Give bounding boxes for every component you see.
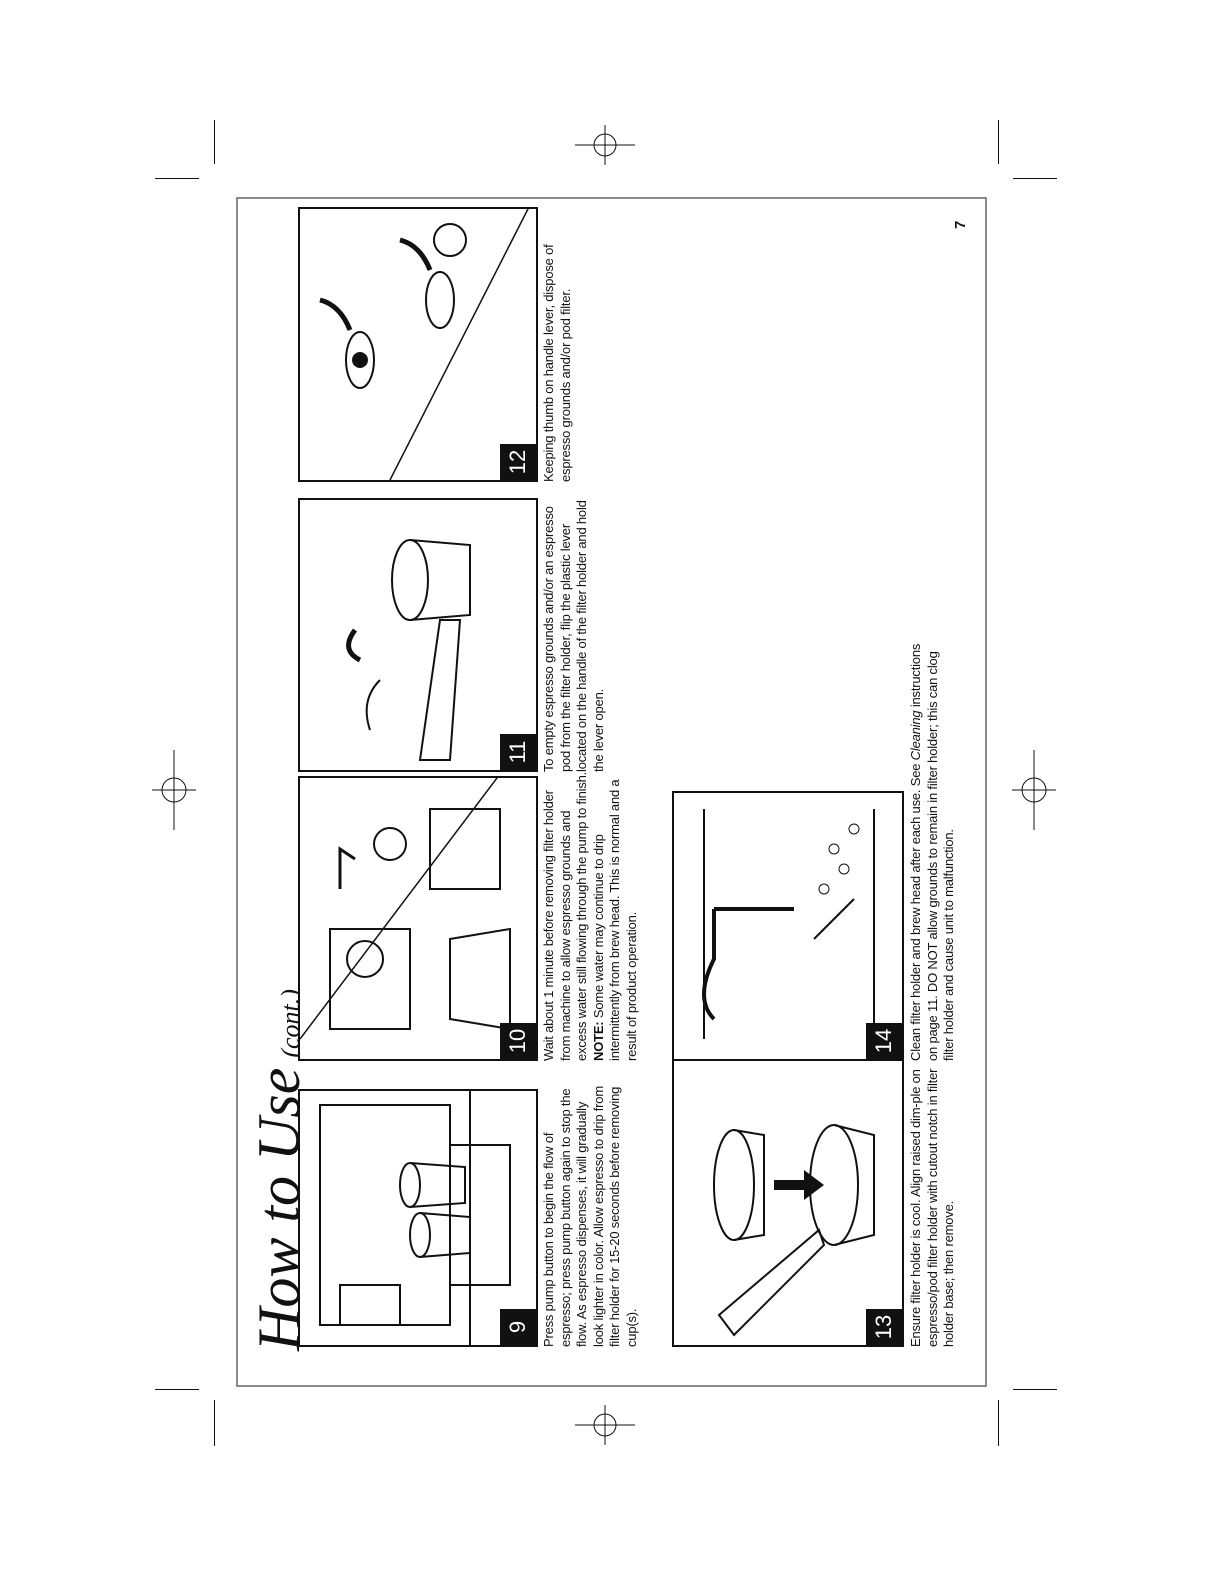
crop-mark	[155, 178, 199, 179]
step-10-text-b: Some water may continue to drip intermit…	[590, 779, 639, 1061]
dispose-grounds-image	[319, 207, 531, 480]
step-10-text: Wait about 1 minute before removing filt…	[541, 771, 640, 1061]
step-9-illustration: 9	[298, 1089, 538, 1347]
registration-mark-bottom	[575, 1405, 635, 1445]
crop-mark	[1013, 1389, 1057, 1390]
clean-filter-holder-image	[702, 809, 875, 1039]
crop-mark	[998, 1400, 999, 1446]
crop-mark	[1013, 178, 1057, 179]
remove-pod-holder-image	[713, 1124, 875, 1337]
page-frame	[236, 197, 987, 1387]
registration-mark-left	[152, 750, 196, 830]
step-14-text-a: Clean filter holder and brew head after …	[908, 763, 923, 1061]
crop-mark	[998, 120, 999, 164]
rotated-content: How to Use(cont.) 7 9 Press pump button …	[236, 197, 987, 1387]
crop-mark	[214, 120, 215, 164]
step-number: 9	[500, 1309, 536, 1345]
step-number: 14	[866, 1023, 902, 1059]
step-number: 10	[500, 1023, 536, 1059]
step-13-illustration: 13	[672, 1043, 904, 1347]
step-12-illustration: 12	[298, 207, 538, 482]
registration-mark-right	[1012, 750, 1056, 830]
step-11-illustration: 11	[298, 498, 538, 772]
espresso-machine-cups-image	[319, 1089, 511, 1345]
step-11-text: To empty espresso grounds and/or an espr…	[541, 500, 606, 772]
step-9-text: Press pump button to begin the flow of e…	[541, 1086, 639, 1347]
crop-mark	[155, 1389, 199, 1390]
step-number: 13	[866, 1309, 902, 1345]
step-10-text-a: Wait about 1 minute before removing filt…	[541, 771, 589, 1061]
step-12-text: Keeping thumb on handle lever, dispose o…	[541, 244, 573, 482]
crop-mark	[214, 1400, 215, 1446]
step-14-text: Clean filter holder and brew head after …	[908, 641, 958, 1061]
step-14-illustration: 14	[672, 791, 904, 1061]
remove-filter-holder-image	[300, 776, 511, 1040]
step-number: 11	[500, 734, 536, 770]
step-number: 12	[500, 444, 536, 480]
cleaning-ref: Cleaning	[908, 710, 923, 761]
step-13-text: Ensure filter holder is cool. Align rais…	[908, 1068, 956, 1347]
step-10-illustration: 10	[298, 776, 538, 1061]
page-number: 7	[952, 220, 969, 229]
flip-lever-image	[346, 539, 471, 761]
registration-mark-top	[575, 125, 635, 165]
note-label: NOTE:	[590, 1021, 606, 1061]
